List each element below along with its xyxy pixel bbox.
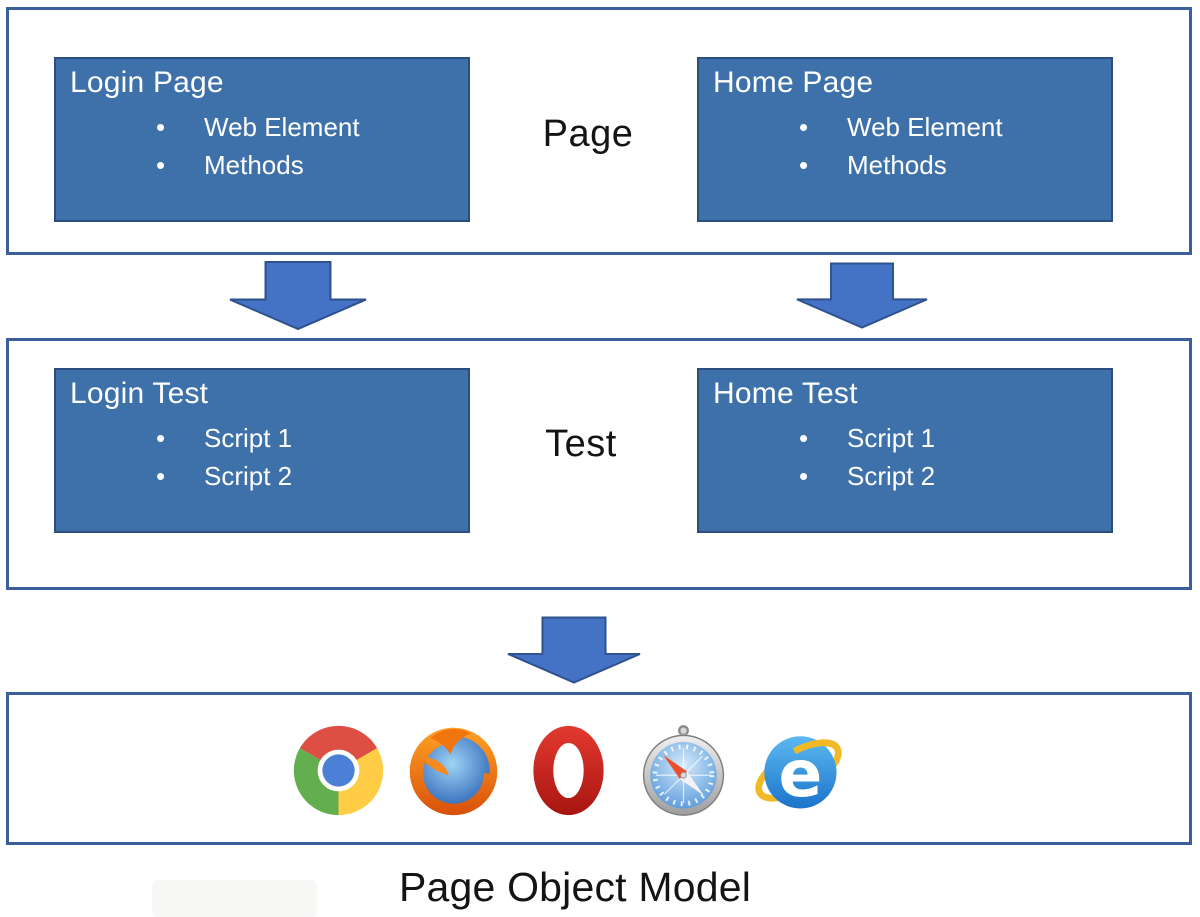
opera-icon <box>521 722 616 819</box>
home-page-title: Home Page <box>713 66 874 99</box>
home-page-box: Home Page Web Element Methods <box>697 57 1113 222</box>
login-test-title: Login Test <box>70 377 209 410</box>
bullet-item: Methods <box>699 146 1111 184</box>
down-arrow-icon <box>796 261 928 330</box>
bullet-item: Script 2 <box>699 457 1111 495</box>
bullet-item: Methods <box>56 146 468 184</box>
home-test-bullet-list: Script 1 Script 2 <box>699 419 1111 495</box>
login-page-box: Login Page Web Element Methods <box>54 57 470 222</box>
diagram-caption: Page Object Model <box>398 864 752 910</box>
home-test-title: Home Test <box>713 377 858 410</box>
login-page-title: Login Page <box>70 66 224 99</box>
watermark-remnant <box>152 880 317 917</box>
login-page-bullet-list: Web Element Methods <box>56 108 468 184</box>
down-arrow-icon <box>229 261 367 330</box>
chrome-icon <box>291 722 386 819</box>
safari-icon <box>636 722 731 819</box>
bullet-item: Web Element <box>699 108 1111 146</box>
firefox-icon <box>406 722 501 819</box>
login-test-bullet-list: Script 1 Script 2 <box>56 419 468 495</box>
internet-explorer-icon: e <box>751 722 846 819</box>
page-layer-label: Page <box>542 113 634 155</box>
bullet-item: Script 1 <box>699 419 1111 457</box>
bullet-item: Script 2 <box>56 457 468 495</box>
home-page-bullet-list: Web Element Methods <box>699 108 1111 184</box>
test-layer-container: Login Test Script 1 Script 2 Test Home T… <box>6 338 1192 590</box>
test-layer-label: Test <box>545 423 617 465</box>
bullet-item: Web Element <box>56 108 468 146</box>
bullet-item: Script 1 <box>56 419 468 457</box>
page-layer-container: Login Page Web Element Methods Page Home… <box>6 7 1192 255</box>
home-test-box: Home Test Script 1 Script 2 <box>697 368 1113 533</box>
browser-icon-row: e <box>291 722 846 819</box>
login-test-box: Login Test Script 1 Script 2 <box>54 368 470 533</box>
down-arrow-icon <box>507 616 641 684</box>
